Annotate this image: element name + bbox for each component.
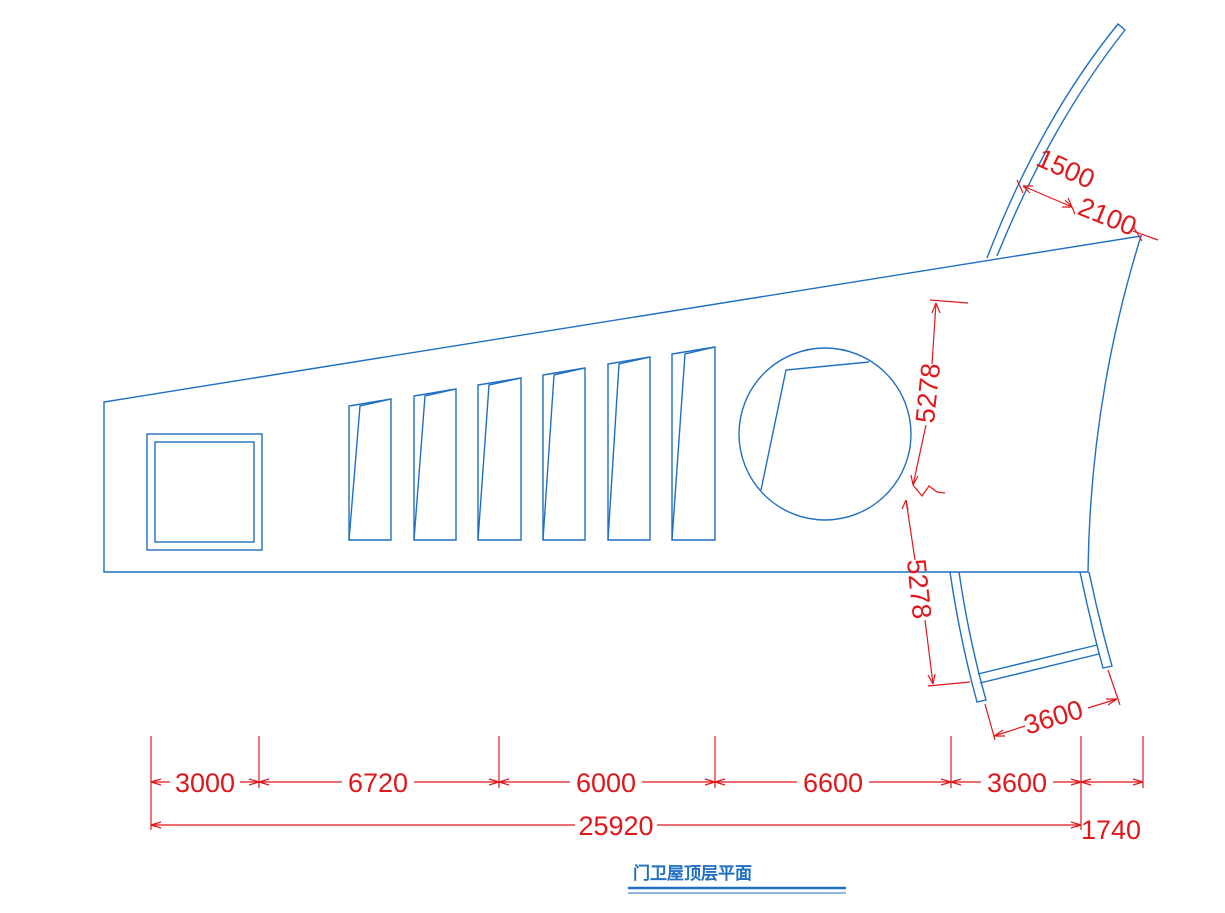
dim-top-arc-b: 2100 (1074, 191, 1141, 241)
dim-segment-3: 6000 (576, 768, 636, 798)
roof-slab-outline (103, 235, 1143, 573)
circular-skylight (738, 347, 912, 521)
bottom-canopy (949, 571, 1113, 703)
drawing-title: 门卫屋顶层平面 (628, 863, 846, 894)
skylight-2 (413, 388, 457, 541)
dimension-texts: 3000 6720 6000 6600 3600 25920 1740 5278… (175, 143, 1141, 845)
dim-end-offset: 1740 (1081, 815, 1141, 845)
skylight-row (348, 346, 716, 541)
dim-segment-1: 3000 (175, 768, 235, 798)
dim-canopy-width: 3600 (1020, 694, 1086, 740)
skylight-5 (607, 356, 651, 541)
dimension-lines (150, 179, 1159, 830)
skylight-6 (671, 346, 716, 541)
skylight-3 (477, 377, 522, 541)
skylight-4 (542, 367, 586, 541)
skylight-1 (348, 398, 392, 541)
square-skylight (146, 433, 263, 551)
roof-outline (103, 235, 1143, 573)
dim-overall: 25920 (578, 811, 653, 841)
dim-segment-5: 3600 (987, 768, 1047, 798)
dim-top-arc-a: 1500 (1032, 143, 1099, 195)
dim-segment-4: 6600 (803, 768, 863, 798)
dim-segment-2: 6720 (348, 768, 408, 798)
dim-right-upper: 5278 (910, 362, 946, 425)
dim-right-lower: 5278 (901, 558, 937, 621)
drawing-title-text: 门卫屋顶层平面 (633, 863, 752, 884)
top-curved-canopy (986, 23, 1126, 259)
